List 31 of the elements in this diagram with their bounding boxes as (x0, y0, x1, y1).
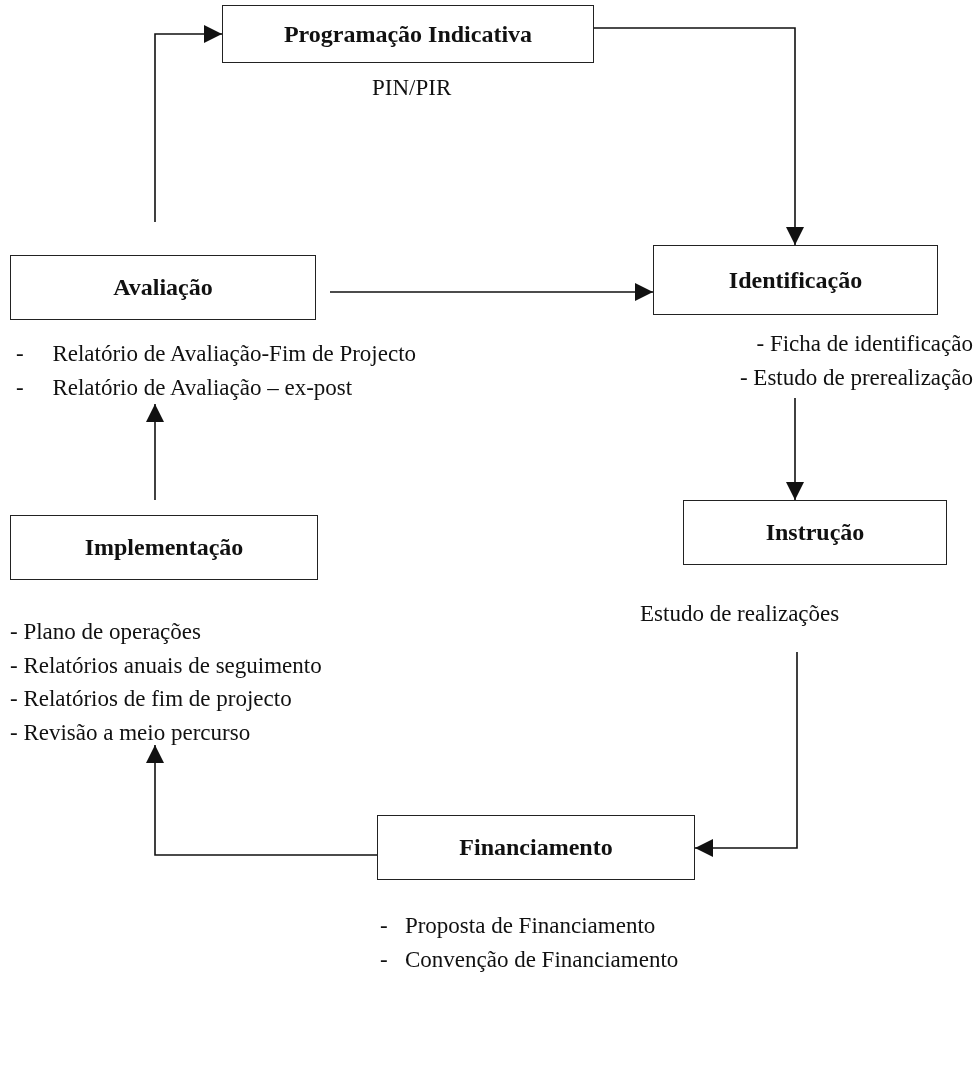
process-box (10, 255, 316, 320)
arrow (694, 651, 798, 857)
arrow (146, 403, 164, 501)
box-title: Instrução (765, 519, 865, 546)
process-box (222, 5, 594, 63)
process-box (377, 815, 695, 880)
node-note: - Relatório de Avaliação-Fim de Projecto (16, 340, 417, 368)
node-note: - Plano de operações (10, 618, 201, 646)
box-title: Implementação (84, 534, 244, 561)
node-note: - Relatórios de fim de projecto (10, 685, 292, 713)
box-title: Identificação (728, 266, 863, 294)
box-title: Avaliação (113, 274, 213, 301)
arrow (154, 25, 223, 223)
box-title: Financiamento (459, 834, 613, 861)
node-note: PIN/PIR (372, 74, 452, 102)
node-note: - Estudo de prerealização (739, 363, 973, 392)
arrow (786, 397, 804, 501)
node-note: - Relatórios anuais de seguimento (10, 651, 322, 680)
node-note: - Proposta de Financiamento (380, 912, 656, 940)
arrow (329, 283, 654, 301)
node-note: Estudo de realizações (640, 600, 840, 628)
node-note: - Revisão a meio percurso (10, 718, 251, 747)
arrow (146, 744, 378, 856)
node-note: - Ficha de identificação (756, 330, 973, 358)
node-note: - Relatório de Avaliação – ex-post (16, 373, 353, 402)
arrow (593, 27, 804, 246)
node-note: - Convenção de Financiamento (380, 945, 679, 974)
process-box (10, 515, 318, 580)
box-title: Programação Indicativa (283, 20, 533, 48)
process-box (683, 500, 947, 565)
process-box (653, 245, 938, 315)
